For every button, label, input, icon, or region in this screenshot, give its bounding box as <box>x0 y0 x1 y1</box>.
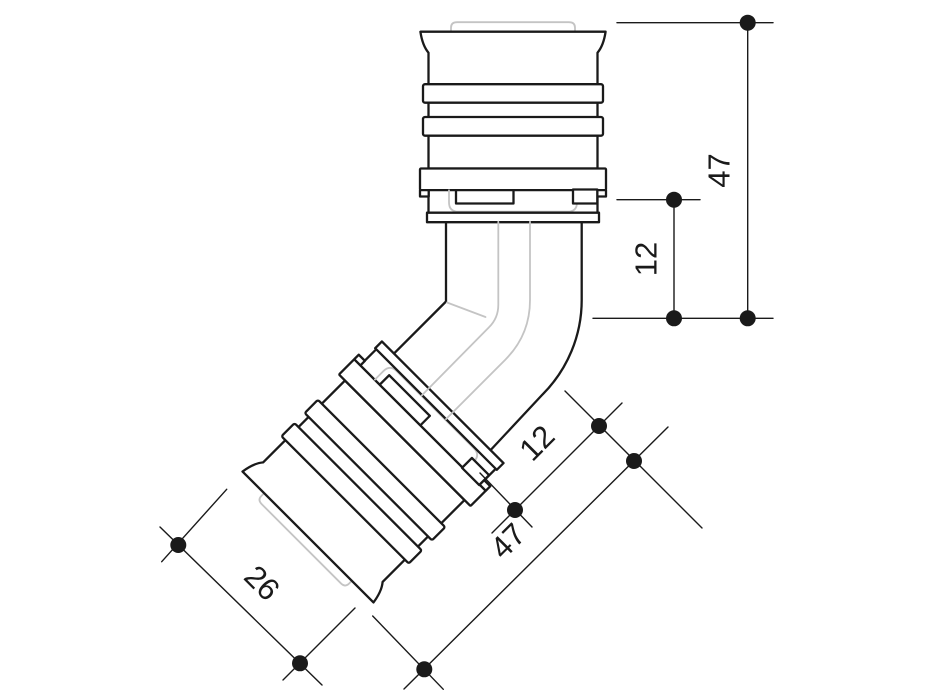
dimension-line <box>403 426 669 690</box>
extension-line-width-right <box>282 607 356 681</box>
bore-hidden-lines <box>420 220 531 420</box>
dimension-endpoint-dot <box>666 191 682 208</box>
dimension-label-12-diagonal: 12 <box>512 418 561 467</box>
bore-line-outer <box>445 220 531 420</box>
elbow-outer-edge <box>484 220 583 457</box>
dimension-47-vertical: 47 <box>702 14 756 327</box>
dimension-endpoint-dot <box>292 655 308 672</box>
dimension-endpoint-dot <box>507 502 523 518</box>
dimension-26-diagonal: 26 <box>159 526 323 686</box>
elbow-inner-edge <box>388 220 448 359</box>
dimension-label-12-vertical: 12 <box>629 242 664 276</box>
dimension-endpoint-dot <box>416 661 433 678</box>
bore-corner-chamfer <box>446 301 487 318</box>
extension-line-diag-mid <box>479 472 533 528</box>
extension-line-diag-end <box>372 615 444 690</box>
dimension-label-26-diagonal: 26 <box>237 558 286 607</box>
dimension-endpoint-dot <box>739 310 756 327</box>
dimension-endpoint-dot <box>739 14 756 31</box>
dimension-endpoint-dot <box>170 537 187 553</box>
bore-line-inner <box>420 220 500 397</box>
dimension-label-47-diagonal: 47 <box>483 516 532 565</box>
dimension-endpoint-dot <box>626 453 642 469</box>
dimension-endpoint-dot <box>591 418 607 434</box>
dimension-label-47-vertical: 47 <box>702 153 737 187</box>
upper-press-connector <box>418 21 608 224</box>
extension-line-width-left <box>161 488 228 563</box>
dimension-endpoint-dot <box>666 310 682 327</box>
dimension-12-vertical: 12 <box>629 191 682 327</box>
